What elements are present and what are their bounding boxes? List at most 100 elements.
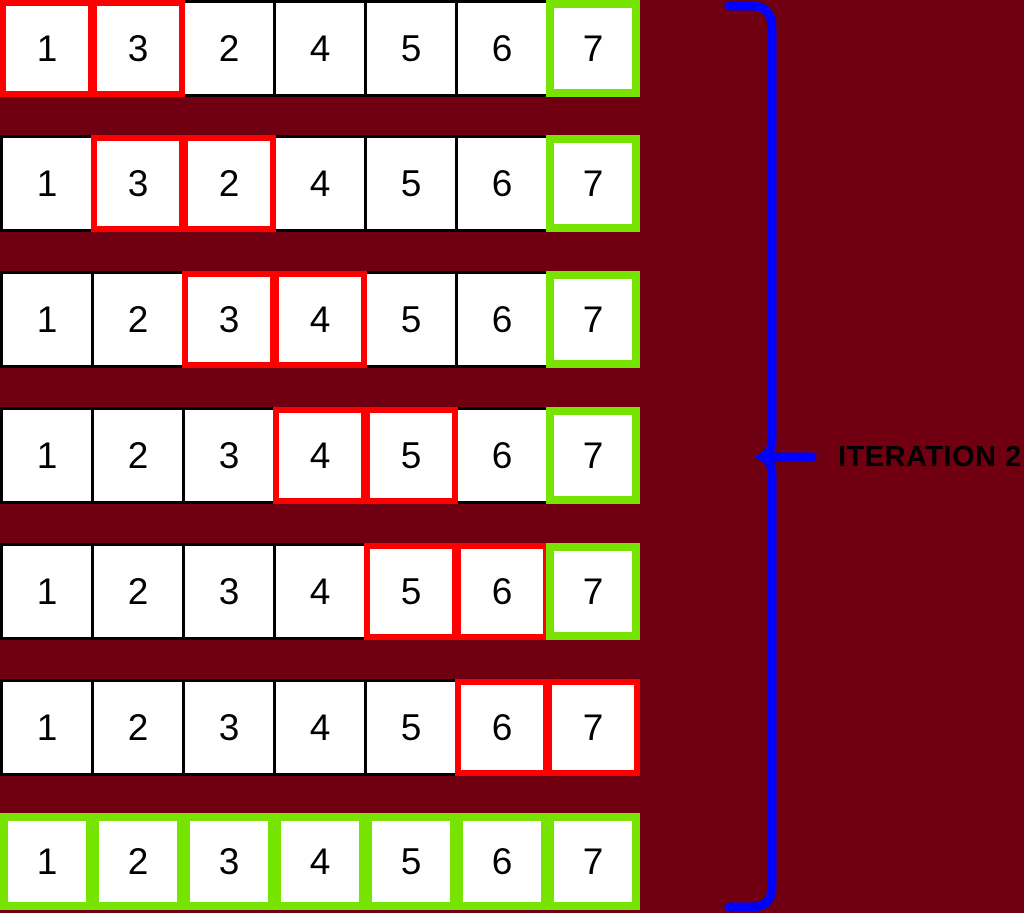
cell-value: 4 <box>309 840 331 882</box>
cell-value: 7 <box>582 570 604 612</box>
cell-value: 2 <box>127 298 149 340</box>
cell-value: 4 <box>309 570 331 612</box>
iteration-label: ITERATION 2 <box>838 441 1022 473</box>
array-row: 1 2 3 4 5 6 7 <box>0 813 640 910</box>
cell-value: 6 <box>491 162 513 204</box>
array-cell: 7 <box>546 543 640 640</box>
cell-value: 4 <box>309 706 331 748</box>
cell-value: 5 <box>400 27 422 69</box>
cell-value: 6 <box>491 434 513 476</box>
cell-value: 6 <box>491 298 513 340</box>
array-cell: 1 <box>0 135 94 232</box>
cell-value: 4 <box>309 434 331 476</box>
cell-value: 5 <box>400 298 422 340</box>
array-cell: 2 <box>91 271 185 368</box>
array-cell: 5 <box>364 135 458 232</box>
cell-value: 4 <box>309 162 331 204</box>
cell-value: 1 <box>36 706 58 748</box>
cell-value: 7 <box>582 298 604 340</box>
array-row: 1 2 3 4 5 6 7 <box>0 679 640 776</box>
array-cell: 2 <box>182 0 276 97</box>
cell-value: 5 <box>400 162 422 204</box>
array-row: 1 2 3 4 5 6 7 <box>0 407 640 504</box>
cell-value: 6 <box>491 570 513 612</box>
array-cell: 4 <box>273 407 367 504</box>
cell-value: 3 <box>218 840 240 882</box>
array-cell: 3 <box>182 407 276 504</box>
cell-value: 1 <box>36 434 58 476</box>
array-cell: 5 <box>364 813 458 910</box>
array-cell: 2 <box>182 135 276 232</box>
cell-value: 2 <box>127 706 149 748</box>
cell-value: 2 <box>127 840 149 882</box>
cell-value: 2 <box>218 27 240 69</box>
array-cell: 5 <box>364 543 458 640</box>
cell-value: 1 <box>36 840 58 882</box>
cell-value: 7 <box>582 434 604 476</box>
array-cell: 3 <box>91 135 185 232</box>
array-cell: 2 <box>91 543 185 640</box>
cell-value: 3 <box>127 162 149 204</box>
array-cell: 1 <box>0 271 94 368</box>
array-cell: 6 <box>455 135 549 232</box>
cell-value: 2 <box>218 162 240 204</box>
cell-value: 7 <box>582 706 604 748</box>
cell-value: 6 <box>491 27 513 69</box>
array-cell: 7 <box>546 135 640 232</box>
array-cell: 4 <box>273 813 367 910</box>
cell-value: 5 <box>400 706 422 748</box>
array-cell: 6 <box>455 813 549 910</box>
array-row: 1 2 3 4 5 6 7 <box>0 543 640 640</box>
cell-value: 4 <box>309 27 331 69</box>
array-cell: 5 <box>364 0 458 97</box>
array-cell: 6 <box>455 0 549 97</box>
array-cell: 2 <box>91 407 185 504</box>
cell-value: 6 <box>491 706 513 748</box>
cell-value: 5 <box>400 434 422 476</box>
array-cell: 1 <box>0 543 94 640</box>
array-cell: 6 <box>455 271 549 368</box>
cell-value: 1 <box>36 298 58 340</box>
cell-value: 3 <box>218 298 240 340</box>
cell-value: 7 <box>582 840 604 882</box>
cell-value: 1 <box>36 570 58 612</box>
array-cell: 5 <box>364 679 458 776</box>
cell-value: 1 <box>36 27 58 69</box>
array-cell: 1 <box>0 813 94 910</box>
array-cell: 3 <box>91 0 185 97</box>
array-cell: 3 <box>182 813 276 910</box>
array-row: 1 3 2 4 5 6 7 <box>0 135 640 232</box>
array-cell: 4 <box>273 271 367 368</box>
cell-value: 3 <box>218 570 240 612</box>
array-cell: 4 <box>273 543 367 640</box>
array-cell: 4 <box>273 679 367 776</box>
array-cell: 3 <box>182 679 276 776</box>
cell-value: 5 <box>400 570 422 612</box>
array-cell: 7 <box>546 271 640 368</box>
array-cell: 6 <box>455 407 549 504</box>
array-cell: 6 <box>455 679 549 776</box>
array-cell: 2 <box>91 813 185 910</box>
array-cell: 2 <box>91 679 185 776</box>
array-cell: 6 <box>455 543 549 640</box>
cell-value: 3 <box>218 434 240 476</box>
array-cell: 5 <box>364 407 458 504</box>
cell-value: 3 <box>218 706 240 748</box>
cell-value: 7 <box>582 162 604 204</box>
array-cell: 1 <box>0 679 94 776</box>
array-cell: 7 <box>546 679 640 776</box>
cell-value: 1 <box>36 162 58 204</box>
cell-value: 6 <box>491 840 513 882</box>
cell-value: 5 <box>400 840 422 882</box>
array-cell: 7 <box>546 407 640 504</box>
cell-value: 2 <box>127 434 149 476</box>
array-cell: 5 <box>364 271 458 368</box>
array-cell: 7 <box>546 0 640 97</box>
cell-value: 2 <box>127 570 149 612</box>
array-cell: 1 <box>0 407 94 504</box>
array-cell: 4 <box>273 0 367 97</box>
array-cell: 3 <box>182 271 276 368</box>
